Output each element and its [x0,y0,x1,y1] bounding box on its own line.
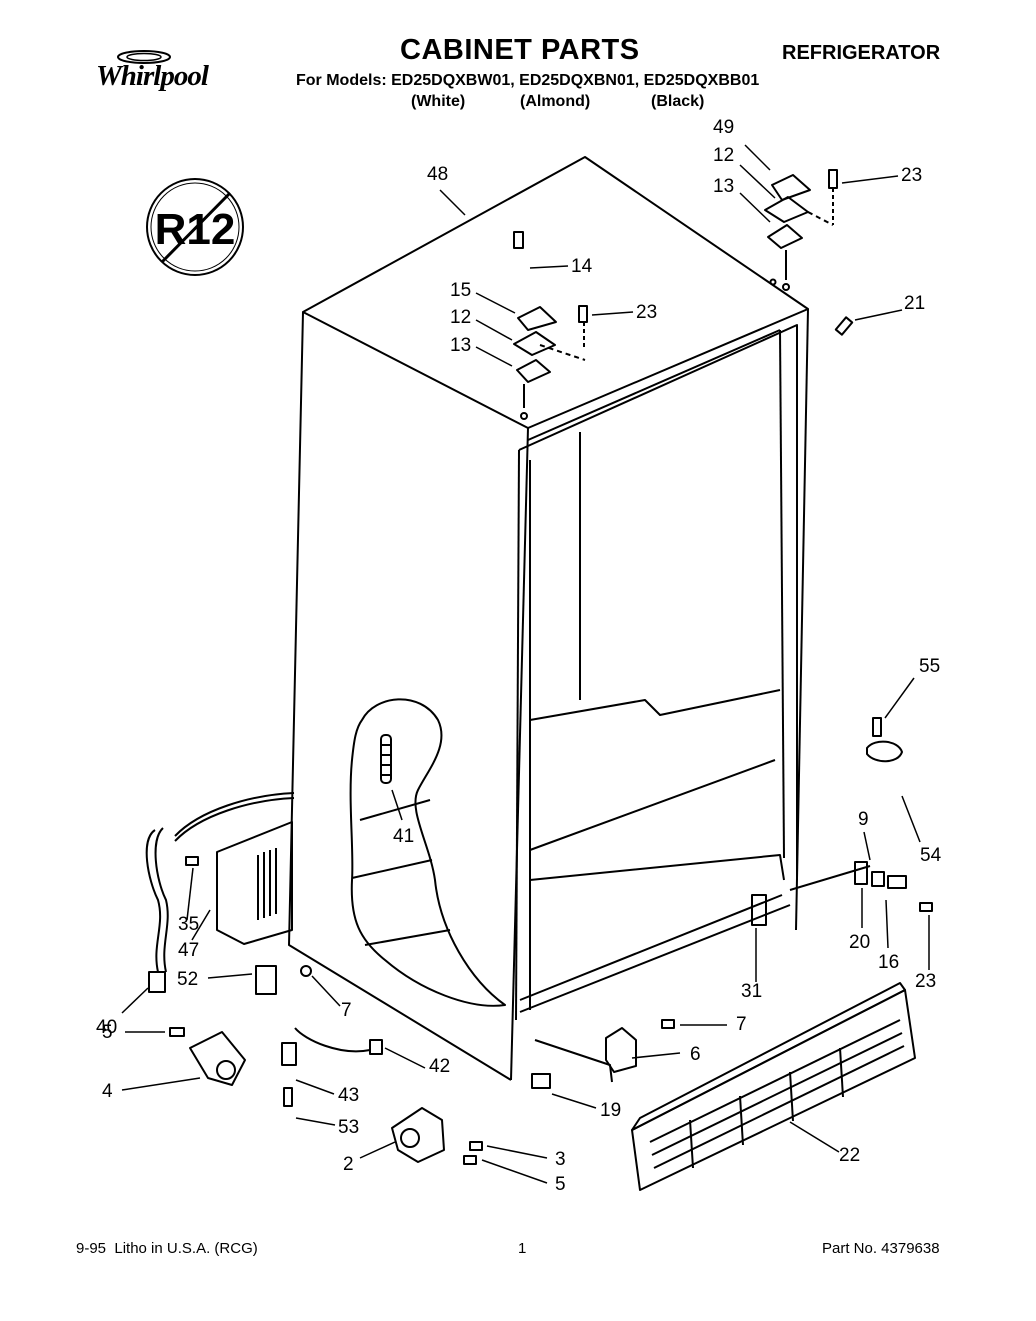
callout-35: 35 [178,914,200,935]
toe-grille [631,982,916,1191]
callout-19: 19 [600,1100,622,1121]
footer-part-number: Part No. 4379638 [822,1240,940,1257]
callout-5-left: 5 [102,1022,113,1043]
leveling-rollers [169,894,767,1165]
callout-12: 12 [713,145,735,166]
callout-23-base: 23 [915,971,937,992]
callout-48: 48 [427,164,449,185]
models-line: For Models: ED25DQXBW01, ED25DQXBN01, ED… [296,72,760,89]
callout-23: 23 [901,165,923,186]
spring-41 [380,734,392,784]
callout-9: 9 [858,809,869,830]
footer-print-info: 9-95 Litho in U.S.A. (RCG) [76,1240,258,1257]
callout-41: 41 [393,826,415,847]
callout-13-center: 13 [450,335,472,356]
brand-wordmark: Whirlpool [96,60,209,92]
callout-54: 54 [920,845,942,866]
footer-page-number: 1 [518,1240,527,1257]
variant-white: (White) [411,93,466,110]
callout-47: 47 [178,940,200,961]
variant-almond: (Almond) [520,93,591,110]
callout-12-center: 12 [450,307,472,328]
callout-6: 6 [690,1044,701,1065]
callout-22: 22 [839,1145,861,1166]
logo-swirl-icon [117,50,171,64]
callout-15: 15 [450,280,472,301]
callout-2: 2 [343,1154,354,1175]
page-title: CABINET PARTS [400,34,640,66]
callout-40: 40 [96,1017,118,1038]
callout-53: 53 [338,1117,360,1138]
right-top-hinge [764,169,854,336]
cabinet-shell [288,156,871,1083]
callout-31: 31 [741,981,763,1002]
appliance-category: REFRIGERATOR [782,42,941,64]
callout-5-bottom: 5 [555,1174,566,1195]
callout-20: 20 [849,932,871,953]
callout-7-right: 7 [736,1014,747,1035]
callout-3: 3 [555,1149,566,1170]
callout-52: 52 [177,969,199,990]
callout-23-center: 23 [636,302,658,323]
callout-49: 49 [713,117,735,138]
leader-lines [121,144,930,1184]
callout-4: 4 [102,1081,113,1102]
callout-42: 42 [429,1056,451,1077]
callout-14: 14 [571,256,593,277]
callout-13: 13 [713,176,735,197]
callout-43: 43 [338,1085,360,1106]
center-top-hinge [513,231,588,420]
electrical-box [145,792,312,995]
right-base-hardware [854,717,933,912]
callout-21: 21 [904,293,926,314]
callout-16: 16 [878,952,900,973]
variant-black: (Black) [651,93,705,110]
callout-55: 55 [919,656,941,677]
r12-badge: R12 [146,178,244,276]
callout-7-left: 7 [341,1000,352,1021]
whirlpool-logo: Whirlpool [96,48,256,100]
